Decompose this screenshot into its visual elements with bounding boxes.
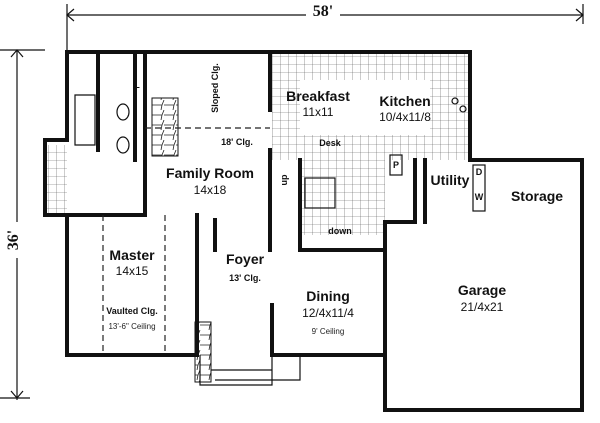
cooktop-icon xyxy=(451,97,459,105)
dryer-label: D xyxy=(476,167,483,177)
closet xyxy=(47,145,67,215)
dining-label: Dining xyxy=(306,288,350,304)
width-dimension: 58' xyxy=(66,3,584,52)
depth-label: 36' xyxy=(5,230,22,250)
foyer-label: Foyer xyxy=(226,251,265,267)
storage-label: Storage xyxy=(511,188,563,204)
family-room-size: 14x18 xyxy=(194,183,227,197)
stairs-up-label: up xyxy=(279,174,289,185)
stairs-down-label: down xyxy=(328,226,352,236)
pantry xyxy=(389,154,403,176)
dining-size: 12/4x11/4 xyxy=(302,306,354,320)
sink xyxy=(116,103,130,121)
depth-dimension: 36' xyxy=(0,49,45,400)
master-ceiling-height: 13'-6" Ceiling xyxy=(108,322,155,331)
utility-label: Utility xyxy=(431,172,470,188)
garage-label: Garage xyxy=(458,282,506,298)
powder-room-fixtures xyxy=(304,177,336,209)
dining-ceiling: 9' Ceiling xyxy=(312,327,345,336)
sloped-ceiling-label: Sloped Clg. xyxy=(210,63,220,113)
pantry-label: P xyxy=(393,160,399,170)
master-label: Master xyxy=(109,247,155,263)
foyer-ceiling: 13' Clg. xyxy=(229,273,261,283)
family-room-ceiling: 18' Clg. xyxy=(221,137,253,147)
fireplace xyxy=(151,97,179,157)
ceiling-lines xyxy=(102,127,270,355)
family-room-label: Family Room xyxy=(166,165,254,181)
walls xyxy=(43,50,584,412)
master-ceiling: Vaulted Clg. xyxy=(106,306,158,316)
kitchen-size: 10/4x11/8 xyxy=(379,110,431,124)
bathtub xyxy=(74,94,96,146)
linen-label: L xyxy=(134,80,140,90)
washer-dryer xyxy=(472,164,486,212)
desk-label: Desk xyxy=(319,138,342,148)
sink xyxy=(116,136,130,154)
porch-steps xyxy=(199,355,301,386)
width-label: 58' xyxy=(313,3,333,20)
cooktop-icon xyxy=(459,105,467,113)
kitchen-label: Kitchen xyxy=(379,93,430,109)
breakfast-size: 11x11 xyxy=(303,105,334,119)
master-size: 14x15 xyxy=(116,264,149,278)
washer-label: W xyxy=(475,192,484,202)
breakfast-label: Breakfast xyxy=(286,88,350,104)
hall-tile-floor xyxy=(300,160,385,235)
garage-size: 21/4x21 xyxy=(461,300,504,314)
